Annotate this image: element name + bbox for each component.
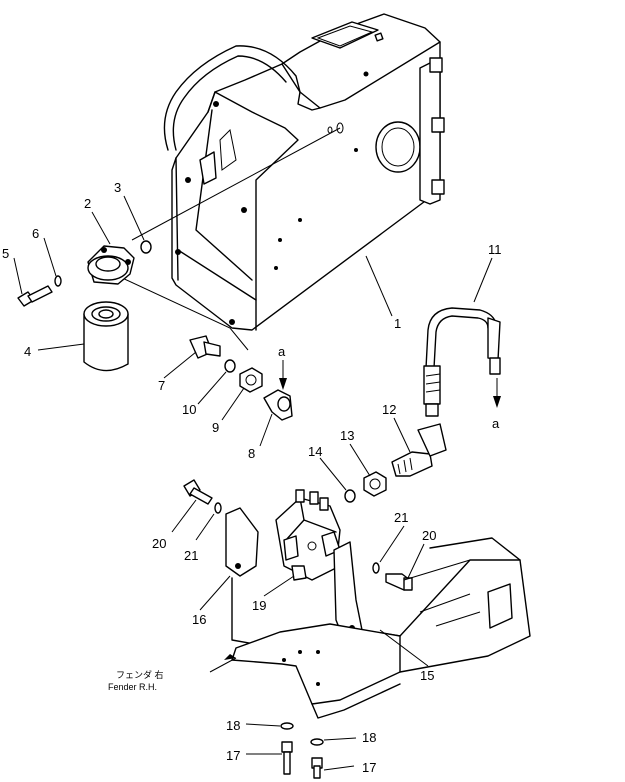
o-ring-10 (224, 359, 236, 373)
filter-cartridge (83, 301, 129, 372)
callout-6: 6 (32, 226, 39, 241)
fitting-7 (189, 335, 221, 359)
hydraulic-tank (163, 13, 445, 331)
callout-20-left: 20 (152, 536, 166, 551)
bracket-15 (333, 541, 401, 641)
callout-11: 11 (488, 242, 502, 257)
fitting-12 (391, 423, 447, 477)
nut-13 (363, 471, 387, 497)
callout-4: 4 (24, 344, 31, 359)
callout-21-right: 21 (394, 510, 408, 525)
hose-11 (423, 307, 501, 417)
connection-mark-a-top: a (278, 344, 286, 359)
washer-21-right (372, 562, 380, 574)
callout-17-right: 17 (362, 760, 376, 775)
callout-19: 19 (252, 598, 266, 613)
washer-18-right (310, 738, 324, 746)
washer-18-left (280, 722, 294, 730)
washer-6 (54, 275, 62, 287)
callout-20-right: 20 (422, 528, 436, 543)
bolt-20-left (183, 479, 213, 505)
fender-arrow-head (224, 654, 236, 660)
fender-label-jp: フェンダ 右 (116, 669, 164, 680)
callout-17-left: 17 (226, 748, 240, 763)
filter-head (87, 245, 135, 285)
fender-label-en: Fender R.H. (108, 682, 157, 692)
leader-lines (13, 195, 493, 771)
bolt-5 (17, 285, 53, 307)
connection-mark-a-right: a (492, 416, 500, 431)
callout-10: 10 (182, 402, 196, 417)
bolt-20-right (385, 573, 413, 591)
o-ring-3 (140, 240, 152, 254)
assembly-centreline (131, 127, 341, 241)
callout-21-left: 21 (184, 548, 198, 563)
callout-13: 13 (340, 428, 354, 443)
assembly-centreline-2 (117, 275, 249, 351)
callout-8: 8 (248, 446, 255, 461)
fender-rh (231, 537, 531, 719)
callout-14: 14 (308, 444, 322, 459)
callout-16: 16 (192, 612, 206, 627)
bolt-17-right (311, 757, 323, 779)
nut-9 (239, 367, 263, 393)
o-ring-14 (344, 489, 356, 503)
callout-18-left: 18 (226, 718, 240, 733)
callout-3: 3 (114, 180, 121, 195)
bolt-17-left (281, 741, 293, 775)
control-valve (275, 489, 341, 581)
callout-15: 15 (420, 668, 434, 683)
callout-2: 2 (84, 196, 91, 211)
callout-5: 5 (2, 246, 9, 261)
callout-12: 12 (382, 402, 396, 417)
callout-1: 1 (394, 316, 401, 331)
elbow-8 (263, 389, 293, 421)
washer-21-left (214, 502, 222, 514)
callout-9: 9 (212, 420, 219, 435)
callout-18-right: 18 (362, 730, 376, 745)
callout-7: 7 (158, 378, 165, 393)
bracket-16 (225, 507, 301, 653)
arrow-a-down-right (493, 378, 501, 408)
arrow-a-down-top (279, 360, 287, 390)
